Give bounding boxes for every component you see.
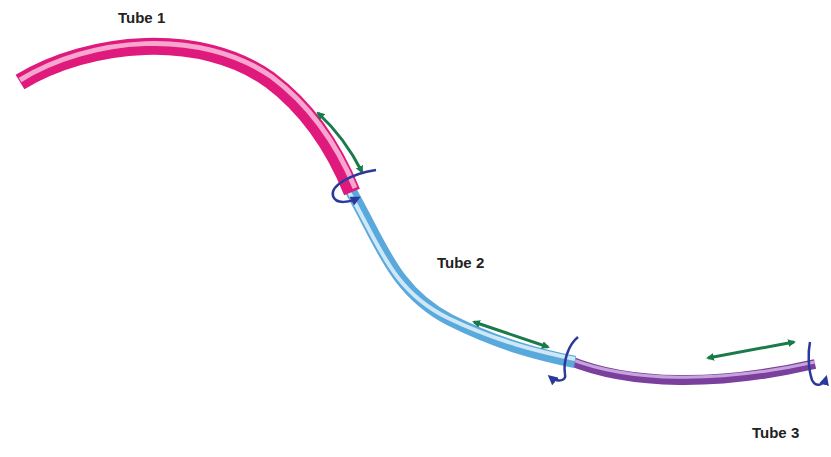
rotation-arrow [333,170,376,202]
translation-arrow [474,322,548,347]
tube-3 [568,358,815,380]
tube-label: Tube 2 [437,254,484,271]
translation-arrow [708,342,794,358]
tube-2 [346,186,575,362]
translation-arrow [318,113,362,172]
tube-1 [20,43,355,192]
tube-label: Tube 3 [752,424,799,441]
tube-label: Tube 1 [118,9,165,26]
rotation-arrow [809,342,826,385]
rotation-arrow [550,337,578,380]
